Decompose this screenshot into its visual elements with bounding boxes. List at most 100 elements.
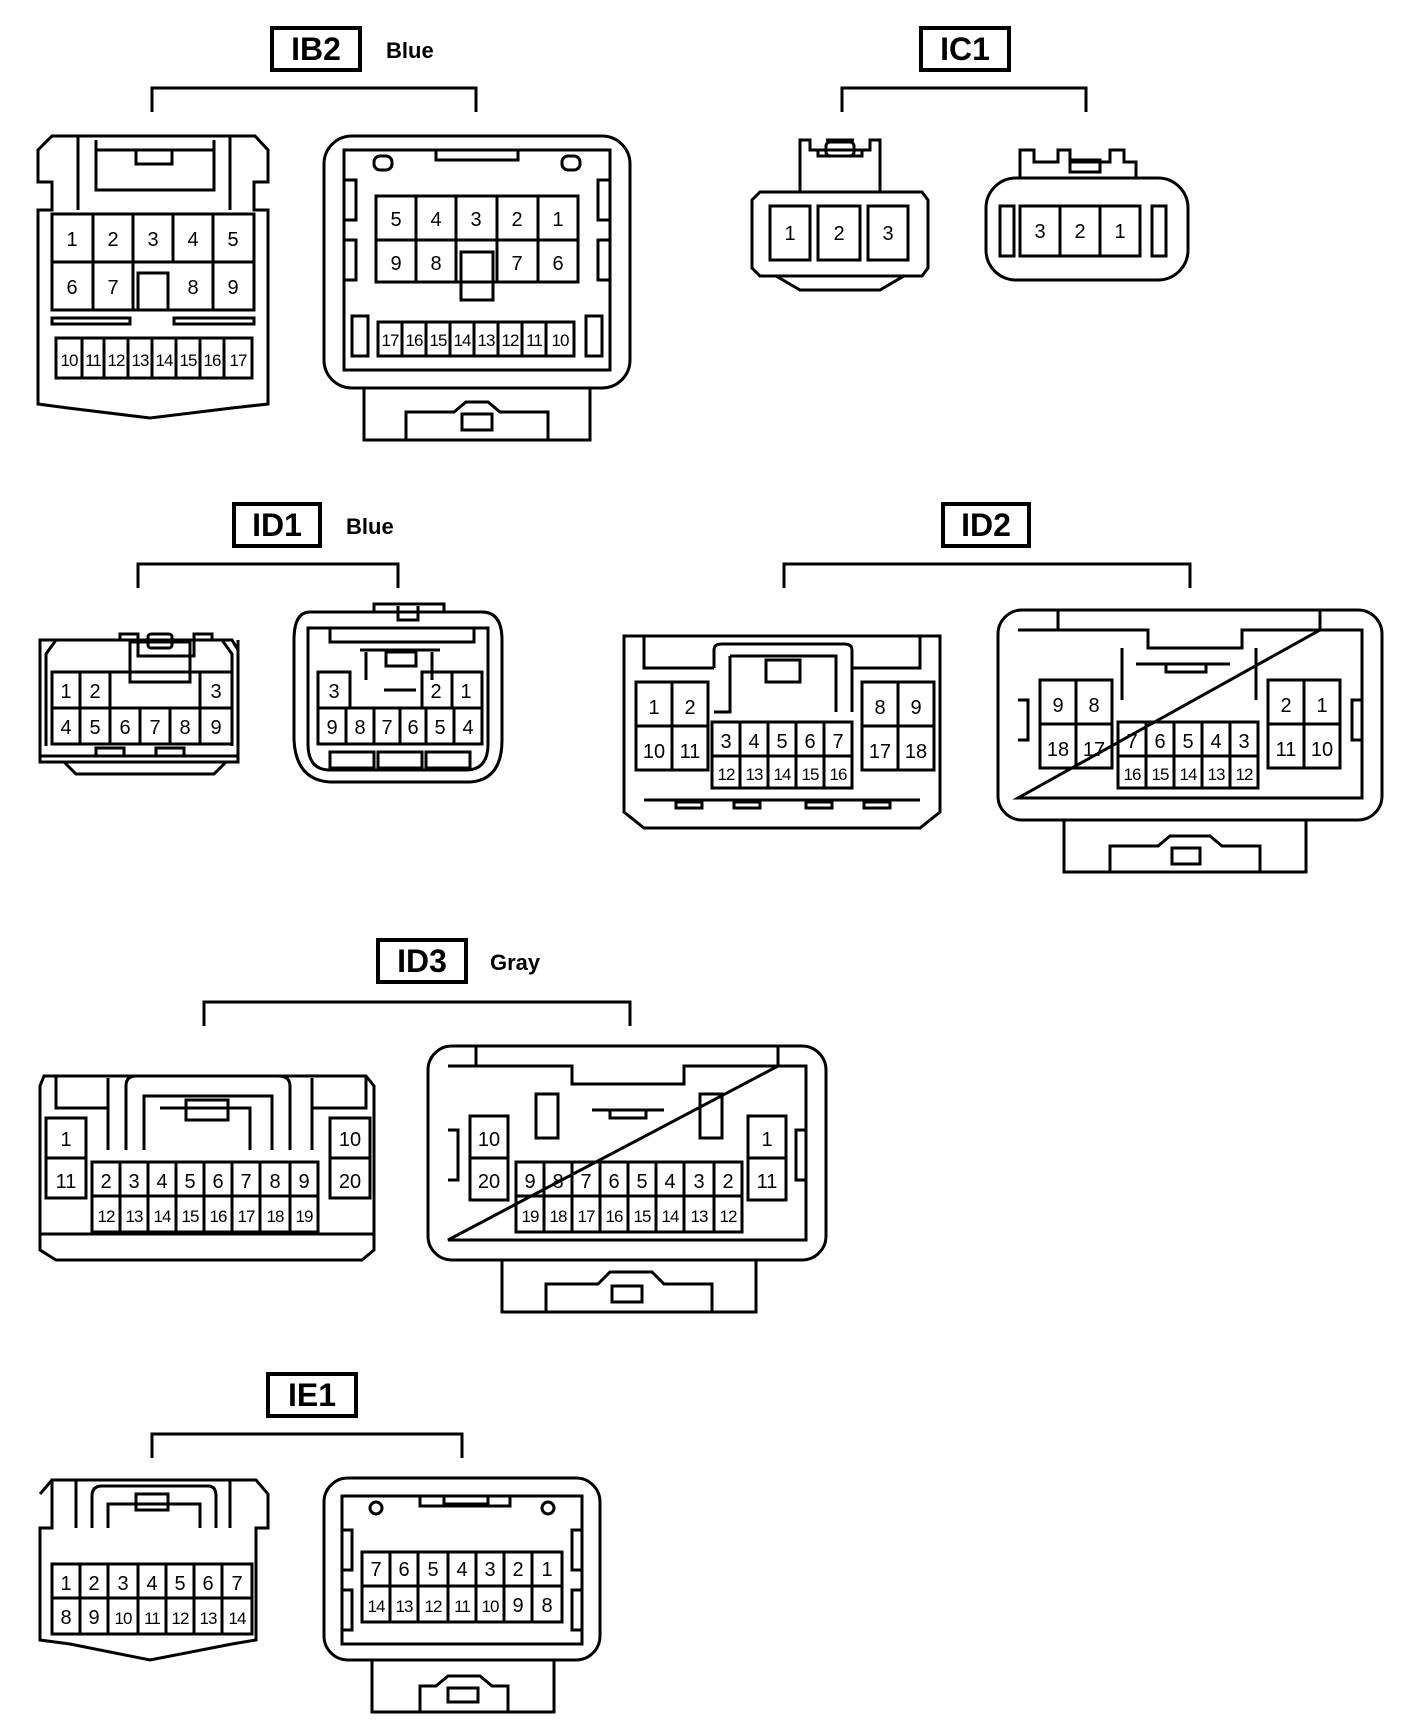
- pin: 13: [746, 765, 763, 784]
- pin: 16: [830, 765, 847, 784]
- pin: 20: [339, 1171, 361, 1193]
- pin: 16: [204, 351, 221, 370]
- pin: 15: [802, 765, 819, 784]
- pin: 8: [354, 717, 365, 739]
- pin: 4: [748, 731, 759, 753]
- pin: 10: [115, 1609, 132, 1628]
- pin: 7: [832, 731, 843, 753]
- pin: 16: [210, 1207, 227, 1226]
- pin: 9: [88, 1607, 99, 1629]
- connector-id2-left-housing: [622, 634, 942, 830]
- pin: 17: [1083, 739, 1105, 761]
- pin: 14: [454, 331, 471, 350]
- pin: 8: [430, 253, 441, 275]
- pin: 2: [107, 229, 118, 251]
- pin: 15: [1152, 765, 1169, 784]
- pin: 2: [722, 1171, 733, 1193]
- pin: 13: [132, 351, 149, 370]
- connector-id1: ID1 Blue 1 2 3 4 5 6 7: [38, 502, 504, 784]
- connector-id1-color: Blue: [346, 514, 394, 539]
- pin: 7: [240, 1171, 251, 1193]
- pin: 8: [187, 277, 198, 299]
- pin: 11: [1276, 739, 1297, 761]
- pin: 18: [905, 741, 927, 763]
- pin: 4: [462, 717, 473, 739]
- pin: 5: [390, 209, 401, 231]
- connector-ic1-bracket: [840, 86, 1088, 112]
- pin: 4: [187, 229, 198, 251]
- connector-id1-label-box: [232, 502, 322, 548]
- connector-ie1-left-housing: [38, 1478, 270, 1662]
- connector-ic1-right-pins: 3 2 1: [1034, 221, 1125, 243]
- connector-ie1-right-pins: 7 6 5 4 3 2 1 14 13 12 11 10 9 8: [368, 1559, 553, 1617]
- connector-ic1-label: IC1: [940, 31, 990, 67]
- pin: 4: [156, 1171, 167, 1193]
- pin: 9: [524, 1171, 535, 1193]
- pin: 2: [1280, 695, 1291, 717]
- pin: 4: [60, 717, 71, 739]
- pin: 2: [833, 223, 844, 245]
- connector-id1-right-pins: 3 2 1 9 8 7 6 5 4: [326, 681, 473, 739]
- pin: 13: [478, 331, 495, 350]
- pin: 14: [662, 1207, 679, 1226]
- pin: 1: [460, 681, 471, 703]
- pin: 8: [874, 697, 885, 719]
- pin: 3: [128, 1171, 139, 1193]
- connector-id3-left-housing: [38, 1074, 376, 1262]
- connector-id2-left-pins: 1 2 8 9 10 11 17 18 3 4 5 6 7 12 13 14 1…: [643, 697, 927, 784]
- pin: 9: [390, 253, 401, 275]
- pin: 19: [522, 1207, 539, 1226]
- connector-ib2-right-housing: [322, 134, 632, 442]
- pin: 7: [231, 1573, 242, 1595]
- connector-id1-bracket: [136, 562, 400, 588]
- connector-id2-right-pins: 9 8 2 1 18 17 11 10 7 6 5 4 3 16 15 14 1…: [1047, 695, 1333, 784]
- pin: 5: [427, 1559, 438, 1581]
- pin: 2: [430, 681, 441, 703]
- connector-id1-label: ID1: [252, 507, 302, 543]
- connector-ib2-color: Blue: [386, 38, 434, 63]
- pin: 8: [269, 1171, 280, 1193]
- pin: 12: [108, 351, 125, 370]
- pin: 3: [147, 229, 158, 251]
- connector-id3-color: Gray: [490, 950, 541, 975]
- pin: 9: [227, 277, 238, 299]
- pin: 11: [680, 741, 701, 763]
- connector-id3-bracket: [202, 1000, 632, 1026]
- pin: 6: [212, 1171, 223, 1193]
- pin: 4: [430, 209, 441, 231]
- pin: 17: [238, 1207, 255, 1226]
- pin: 12: [718, 765, 735, 784]
- connector-ib2-left-pins: 1 2 3 4 5 6 7 8 9 10 11 12 13 14 15 16 1…: [61, 229, 248, 370]
- pin: 7: [580, 1171, 591, 1193]
- pin: 17: [578, 1207, 595, 1226]
- pin: 8: [60, 1607, 71, 1629]
- pin: 8: [541, 1595, 552, 1617]
- pin: 12: [502, 331, 519, 350]
- connector-id3-label: ID3: [397, 943, 447, 979]
- pin: 2: [684, 697, 695, 719]
- connector-id3: ID3 Gray 1 10 11 20: [38, 938, 828, 1314]
- connector-ib2-right-pins: 5 4 3 2 1 9 8 7 6 17 16 15 14 13 12 11 1…: [382, 209, 570, 350]
- pin: 12: [425, 1597, 442, 1616]
- pin: 12: [720, 1207, 737, 1226]
- pin: 12: [172, 1609, 189, 1628]
- pin: 11: [526, 331, 542, 350]
- pin: 13: [200, 1609, 217, 1628]
- pin: 12: [1236, 765, 1253, 784]
- pin: 6: [66, 277, 77, 299]
- connector-id1-right-housing: [292, 602, 504, 784]
- pin: 7: [1126, 731, 1137, 753]
- connector-ie1-label-box: [266, 1372, 358, 1418]
- pin: 1: [60, 1573, 71, 1595]
- pin: 9: [210, 717, 221, 739]
- pin: 10: [552, 331, 569, 350]
- connector-ic1: IC1 1 2 3 3 2: [750, 26, 1190, 292]
- connector-ib2-label-box: [270, 26, 362, 72]
- connector-id1-left-pins: 1 2 3 4 5 6 7 8 9: [60, 681, 221, 739]
- connector-id2-label: ID2: [961, 507, 1011, 543]
- pin: 2: [100, 1171, 111, 1193]
- pin: 6: [608, 1171, 619, 1193]
- pin: 2: [512, 1559, 523, 1581]
- pin: 10: [482, 1597, 499, 1616]
- pin: 10: [643, 741, 665, 763]
